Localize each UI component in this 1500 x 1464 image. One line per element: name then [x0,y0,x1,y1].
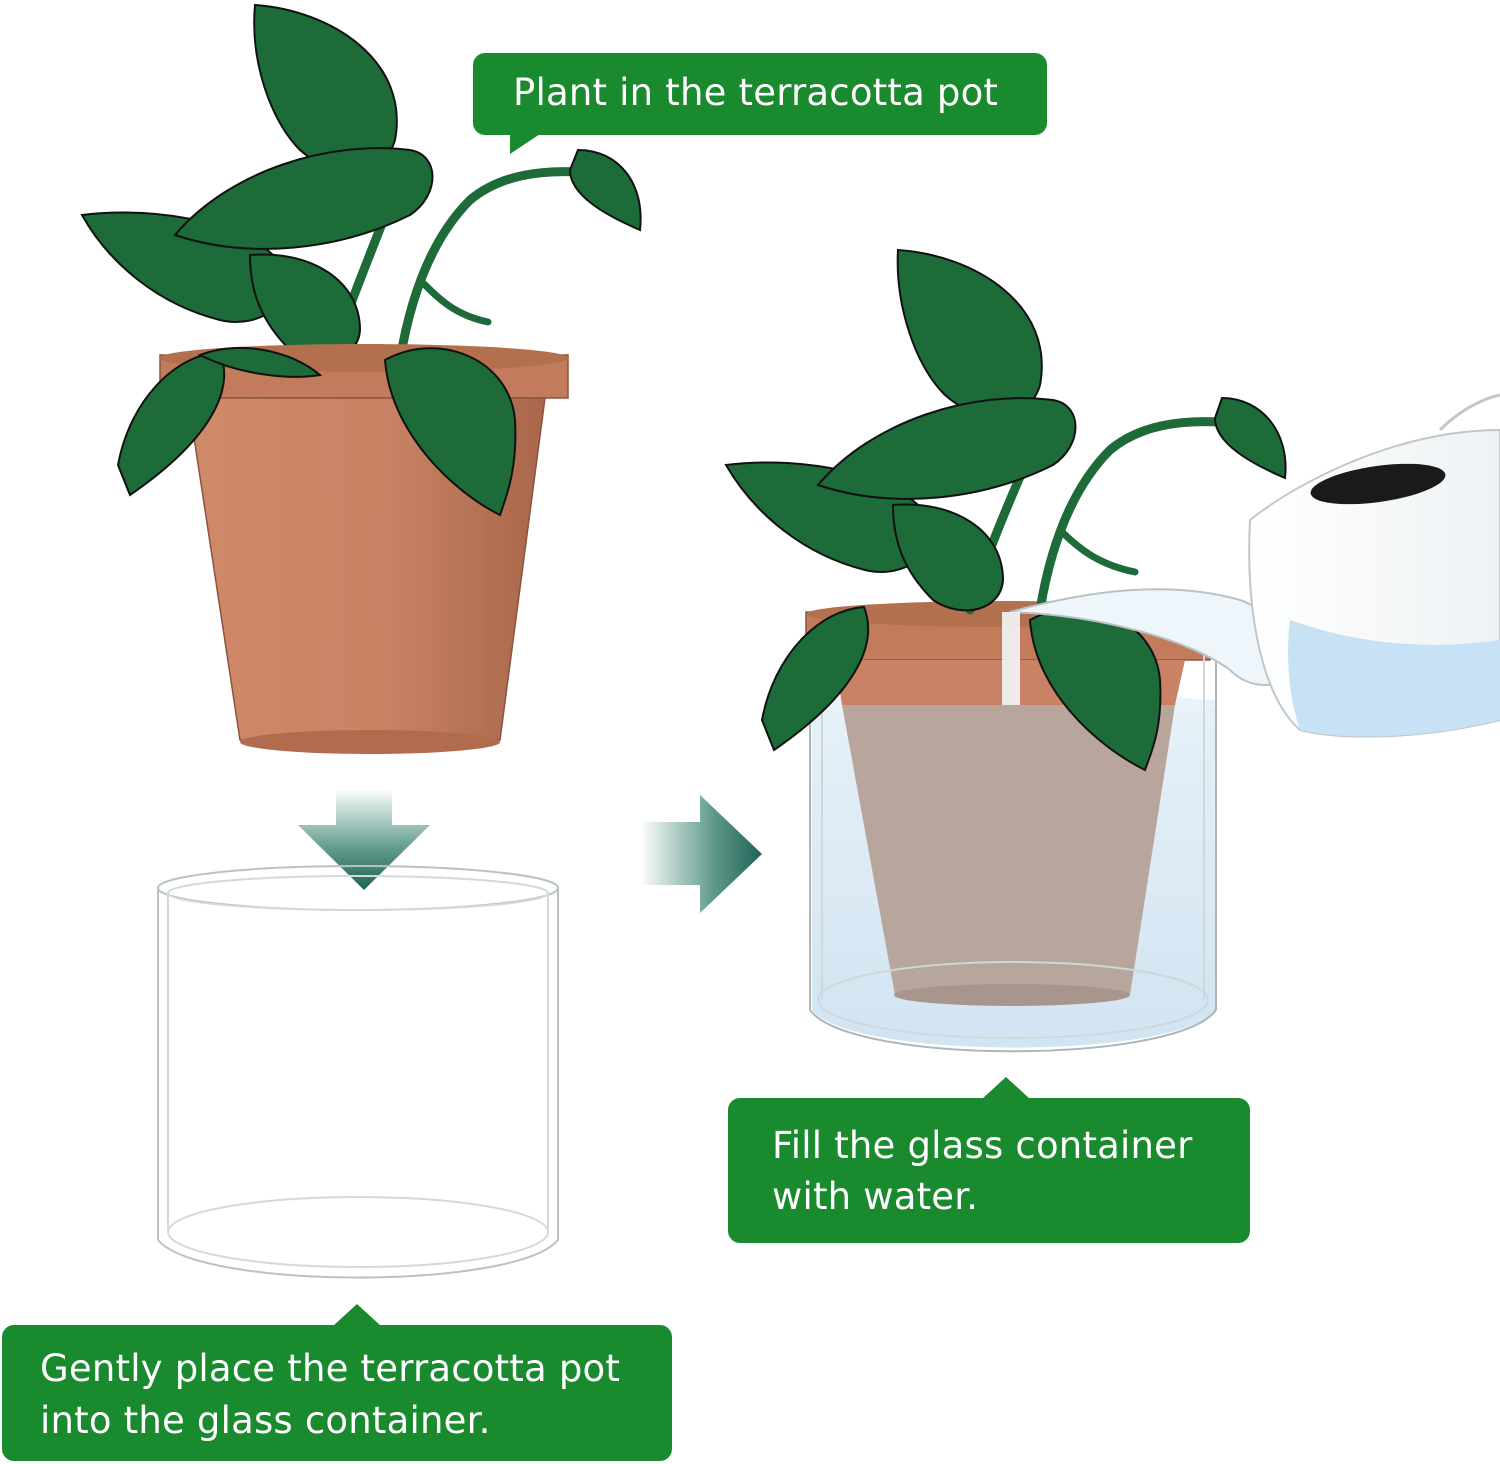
step-text-line-2: into the glass container. [40,1399,491,1442]
glass-container-icon [809,640,1217,1053]
plant-icon [116,346,517,517]
glass-container-icon [157,865,559,1279]
watering-can-icon [1002,393,1500,738]
step-text-line-1: Gently place the terracotta pot [40,1347,621,1390]
step-callout-fill-water: Fill the glass container with water. [728,1098,1250,1243]
step-text-line-1: Fill the glass container [772,1124,1193,1167]
step-callout-plant: Plant in the terracotta pot [473,53,1047,135]
callout-tail [510,134,540,154]
step-text-line-2: with water. [772,1175,979,1218]
step-callout-place-pot: Gently place the terracotta pot into the… [2,1325,672,1461]
callout-tail [333,1304,381,1326]
right-arrow-icon [640,795,762,913]
callout-tail [982,1077,1030,1099]
down-arrow-icon [298,788,430,890]
step-text: Plant in the terracotta pot [513,71,999,114]
